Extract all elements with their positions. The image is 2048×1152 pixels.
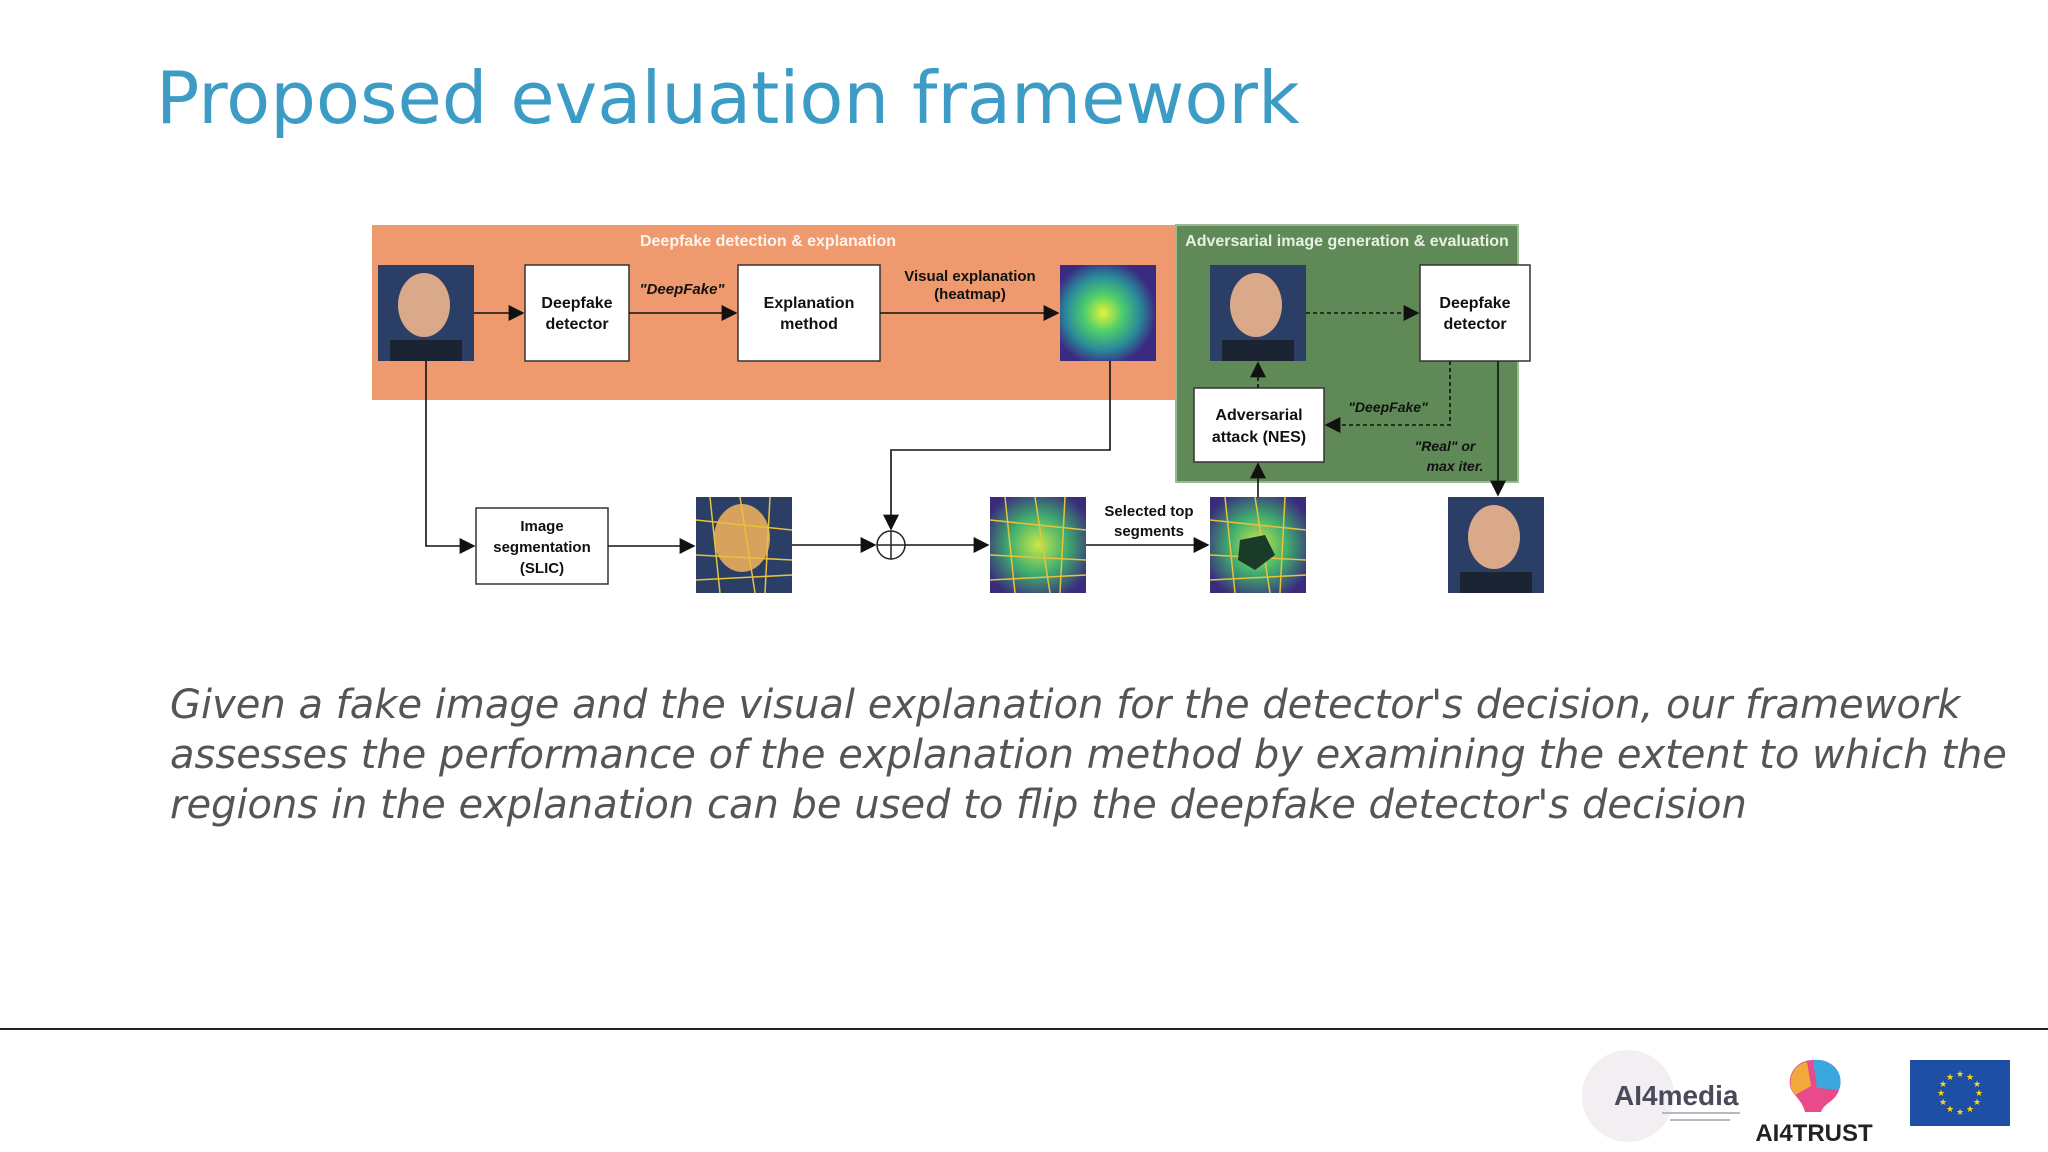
svg-text:★: ★ <box>1975 1088 1983 1098</box>
adversarial-line1: Adversarial <box>1215 407 1302 424</box>
svg-text:★: ★ <box>1946 1072 1954 1082</box>
image-segmentation-box <box>475 507 609 585</box>
svg-text:★: ★ <box>1973 1079 1981 1089</box>
ai4trust-logo-text: AI4TRUST <box>1755 1120 1873 1147</box>
svg-text:★: ★ <box>1939 1079 1947 1089</box>
real-or-line1: "Real" or <box>1415 438 1477 454</box>
deepfake-detector-box <box>524 264 630 362</box>
visual-expl-line1: Visual explanation <box>904 268 1035 285</box>
svg-text:★: ★ <box>1966 1072 1974 1082</box>
deepfake-label-2: "DeepFake" <box>1348 399 1428 415</box>
explanation-line2: method <box>780 316 838 333</box>
svg-text:★: ★ <box>1956 1069 1964 1079</box>
svg-text:★: ★ <box>1973 1097 1981 1107</box>
caption-line-3: regions in the explanation can be used t… <box>170 782 1747 828</box>
svg-text:★: ★ <box>1946 1104 1954 1114</box>
selected-line1: Selected top <box>1104 503 1193 520</box>
adversarial-face-image <box>1210 265 1306 361</box>
output-face-image <box>1448 497 1544 593</box>
ai4media-logo: AI4media <box>1582 1050 1740 1142</box>
real-or-line2: max iter. <box>1427 458 1484 474</box>
explanation-line1: Explanation <box>764 295 855 312</box>
adversarial-attack-box <box>1193 387 1325 463</box>
left-panel-title: Deepfake detection & explanation <box>640 233 896 250</box>
explanation-method-box <box>737 264 881 362</box>
segmentation-line1: Image <box>520 518 563 535</box>
combine-node <box>876 530 906 560</box>
selected-line2: segments <box>1114 523 1184 540</box>
detector1-line2: detector <box>545 316 608 333</box>
selected-segments-image <box>1209 496 1307 594</box>
visual-expl-line2: (heatmap) <box>934 286 1006 303</box>
caption-line-2: assesses the performance of the explanat… <box>170 732 2007 778</box>
svg-text:★: ★ <box>1956 1107 1964 1117</box>
framework-diagram: Deepfake detection & explanation Adversa… <box>372 224 1544 594</box>
segmentation-line3: (SLIC) <box>520 560 564 577</box>
ai4media-logo-text: AI4media <box>1614 1080 1739 1111</box>
eu-flag-logo: ★★★ ★★★ ★★★ ★★★ <box>1910 1060 2010 1126</box>
right-panel-title: Adversarial image generation & evaluatio… <box>1185 233 1509 250</box>
detector2-line2: detector <box>1443 316 1506 333</box>
segmentation-line2: segmentation <box>493 539 591 556</box>
heatmap-image <box>1060 265 1156 361</box>
detector1-line1: Deepfake <box>541 295 612 312</box>
svg-text:★: ★ <box>1937 1088 1945 1098</box>
deepfake-label: "DeepFake" <box>639 281 725 298</box>
segmented-heatmap-image <box>989 496 1087 594</box>
detector2-line1: Deepfake <box>1439 295 1510 312</box>
input-face-image <box>378 265 474 361</box>
segmented-face-image <box>695 496 793 594</box>
footer-divider <box>0 1028 2048 1030</box>
diagram-arrows <box>425 305 1506 554</box>
deepfake-detector-2-box <box>1419 264 1531 362</box>
svg-text:★: ★ <box>1966 1104 1974 1114</box>
adversarial-line2: attack (NES) <box>1212 429 1306 446</box>
ai4trust-logo: AI4TRUST <box>1755 1059 1873 1147</box>
svg-text:★: ★ <box>1939 1097 1947 1107</box>
slide-caption: Given a fake image and the visual explan… <box>170 680 2007 830</box>
caption-line-1: Given a fake image and the visual explan… <box>170 682 1961 728</box>
slide-title: Proposed evaluation framework <box>156 56 1300 140</box>
